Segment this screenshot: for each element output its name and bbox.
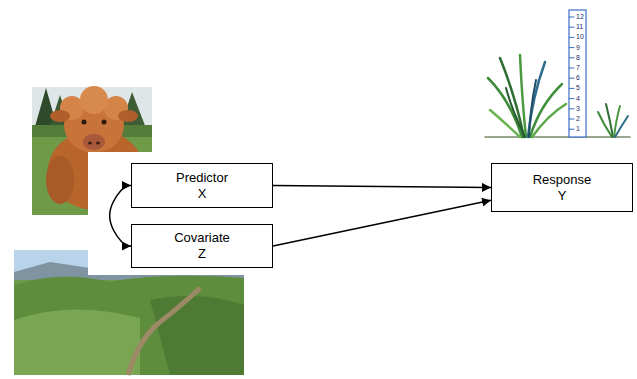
ruler-number: 4 bbox=[576, 95, 580, 103]
ruler-number: 8 bbox=[576, 54, 580, 62]
box-label: Covariate bbox=[174, 230, 230, 246]
ruler-number: 1 bbox=[576, 125, 580, 133]
box-label: Y bbox=[558, 188, 567, 204]
ruler-number: 5 bbox=[576, 84, 580, 92]
ruler-number: 11 bbox=[576, 23, 583, 31]
connector-arrow bbox=[273, 200, 491, 246]
ruler-number: 7 bbox=[576, 64, 580, 72]
connector-arrow bbox=[110, 186, 131, 247]
ruler-number: 3 bbox=[576, 105, 580, 113]
ruler-number: 6 bbox=[576, 74, 580, 82]
ruler-number: 10 bbox=[576, 33, 584, 41]
variable-box: CovariateZ bbox=[131, 224, 273, 268]
box-label: Response bbox=[533, 172, 592, 188]
box-label: Z bbox=[198, 246, 206, 262]
box-label: X bbox=[198, 186, 207, 202]
ruler-number: 2 bbox=[576, 115, 580, 123]
box-label: Predictor bbox=[176, 170, 228, 186]
grass-height-drawing bbox=[485, 10, 630, 137]
connector-arrow bbox=[273, 186, 491, 188]
variable-box: PredictorX bbox=[131, 163, 273, 208]
ruler-number: 12 bbox=[576, 13, 584, 21]
variable-box: ResponseY bbox=[491, 163, 633, 212]
ruler-number: 9 bbox=[576, 44, 580, 52]
